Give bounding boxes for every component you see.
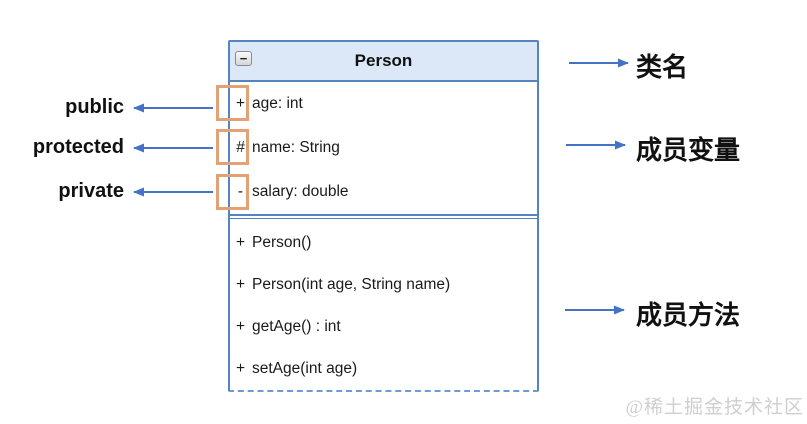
visibility-public-symbol: + [235, 318, 246, 335]
visibility-public-symbol: + [235, 276, 246, 293]
visibility-public-symbol: + [235, 234, 246, 251]
methods-section: + Person() + Person(int age, String name… [230, 219, 537, 387]
method-row: + getAge() : int [230, 306, 537, 348]
annotation-protected: protected [32, 136, 124, 158]
field-label: age: int [252, 95, 303, 112]
uml-class-box: − Person + age: int # name: String - sal… [228, 40, 539, 392]
method-label: Person() [252, 234, 312, 251]
visibility-protected-symbol: # [236, 139, 245, 156]
field-row: + age: int [230, 82, 537, 126]
method-label: getAge() : int [252, 318, 341, 335]
collapse-minus-icon[interactable]: − [235, 51, 252, 66]
visibility-public-symbol: + [235, 360, 246, 377]
field-row: - salary: double [230, 170, 537, 214]
section-divider [230, 214, 537, 219]
method-row: + Person() [230, 222, 537, 264]
class-header: − Person [230, 42, 537, 82]
annotation-member-methods: 成员方法 [636, 300, 741, 330]
annotation-class-name: 类名 [636, 52, 689, 82]
annotation-member-variables: 成员变量 [636, 135, 741, 165]
field-row: # name: String [230, 126, 537, 170]
visibility-private-symbol: - [237, 183, 244, 200]
field-label: salary: double [252, 183, 349, 200]
field-label: name: String [252, 139, 340, 156]
annotation-public: public [65, 96, 124, 118]
class-title: Person [354, 51, 413, 70]
method-label: setAge(int age) [252, 360, 358, 377]
method-row: + setAge(int age) [230, 348, 537, 390]
highlight-box-private [216, 174, 249, 210]
visibility-public-symbol: + [235, 95, 246, 112]
method-label: Person(int age, String name) [252, 276, 451, 293]
watermark: @稀土掘金技术社区 [625, 397, 804, 418]
highlight-box-public [216, 85, 249, 121]
annotation-private: private [58, 180, 124, 202]
fields-section: + age: int # name: String - salary: doub… [230, 82, 537, 214]
method-row: + Person(int age, String name) [230, 264, 537, 306]
highlight-box-protected [216, 129, 249, 165]
